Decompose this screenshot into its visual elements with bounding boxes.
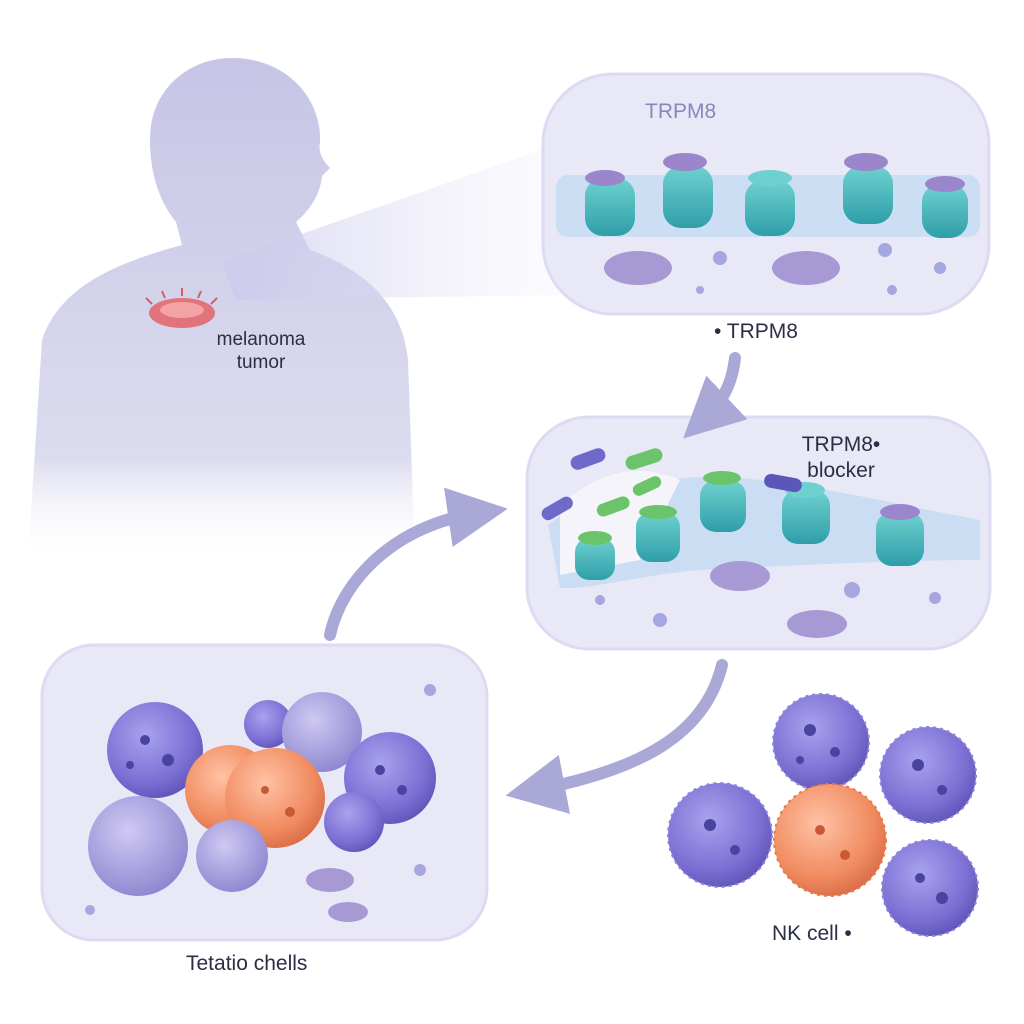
nk-cell [667,782,773,888]
trpm8-label: • TRPM8 [714,320,798,343]
trpm8-panel-title: TRPM8 [645,100,717,123]
trpm8-channel [636,505,680,562]
trpm8-channel [700,471,746,532]
immune-cell [324,792,384,852]
drug-pills [541,448,802,521]
trpm8-blocker-label: TRPM8• blocker [786,432,896,484]
tumor-cell [773,783,887,897]
immune-cell [88,796,188,896]
nk-cell [772,693,870,791]
arrow-up-to-blocker [324,487,508,641]
trpm8-blocker-label-line2: blocker [807,459,875,482]
nk-cell-cluster [667,693,979,937]
trpm8-channel [876,504,924,566]
nk-cell [879,726,977,824]
trpm8-channel [922,176,968,238]
immune-cell [196,820,268,892]
melanoma-tumor-icon [145,288,218,328]
trpm8-channel [745,170,795,236]
immune-cell [244,700,292,748]
nk-cell [881,839,979,937]
trpm8-blocker-label-line1: TRPM8• [801,433,881,456]
immune-cell [107,702,203,798]
t-cells-label: Tetatio chells [186,952,308,975]
arrow-down-to-blocker [683,352,748,439]
immune-cell [282,692,362,772]
zoom-beam [222,145,560,300]
nk-cell-label: NK cell • [772,922,852,945]
trpm8-channel [585,170,635,236]
melanoma-tumor-label-line2: tumor [236,352,286,373]
trpm8-channel [575,531,615,580]
tumor-cell [225,748,325,848]
trpm8-blocker-panel [525,415,992,651]
human-silhouette [28,58,415,560]
t-cells-panel [40,643,489,942]
trpm8-channel [782,482,830,544]
trpm8-channel-panel [541,72,991,316]
trpm8-channel [843,153,893,224]
arrow-to-t-cells [505,659,728,814]
melanoma-tumor-label-line1: melanoma [216,329,306,350]
trpm8-channel [663,153,713,228]
melanoma-tumor-label: melanoma tumor [207,328,315,374]
